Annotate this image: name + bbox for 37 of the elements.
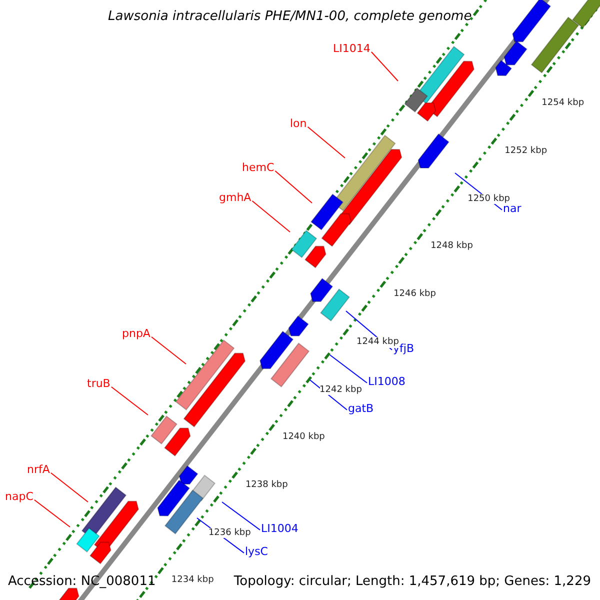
scale-label: 1254 kbp (542, 98, 584, 110)
scale-label: 1234 kbp (171, 575, 214, 586)
genome-info-text: Topology: circular; Length: 1,457,619 bp; Genes: 1,229 (234, 574, 591, 590)
gene-label: nar (503, 202, 522, 216)
gene-label: gmhA (219, 191, 252, 204)
gene-label: lysC (245, 545, 268, 558)
leader-line (330, 354, 368, 384)
gene-label: gatB (348, 402, 374, 416)
gene-label: napC (5, 490, 34, 504)
leader-line (50, 472, 88, 502)
title: Lawsonia intracellularis PHE/MN1-00, complete genome (108, 9, 472, 25)
leader-line (34, 499, 70, 528)
leader-line (274, 170, 312, 204)
gene-label: pnpA (122, 327, 150, 340)
gene-label: LI1014 (333, 42, 370, 56)
scale-label: 1252 kbp (504, 146, 548, 157)
scale-label: 1250 kbp (468, 194, 510, 204)
scale-label: 1244 kbp (356, 336, 399, 348)
scale-label: 1238 kbp (245, 480, 288, 491)
scale-label: 1240 kbp (282, 432, 325, 444)
leader-line (110, 386, 148, 416)
scale-label: 1236 kbp (208, 528, 251, 538)
gene-label: hemC (242, 161, 274, 174)
scale-label: 1246 kbp (394, 289, 436, 300)
gene-label: lon (290, 117, 307, 130)
leader-line (150, 336, 186, 364)
gene-label: LI1004 (261, 522, 298, 536)
scale-label: 1242 kbp (320, 384, 362, 396)
gene-label: nrfA (27, 463, 50, 476)
gene-label: LI1008 (368, 375, 406, 388)
leader-line (252, 200, 290, 232)
leader-line (370, 51, 398, 82)
leader-line (222, 502, 260, 530)
gene-label: truB (87, 377, 110, 390)
accession-text: Accession: NC_008011 (8, 574, 156, 590)
leader-line (307, 126, 346, 158)
scale-label: 1248 kbp (430, 241, 473, 252)
